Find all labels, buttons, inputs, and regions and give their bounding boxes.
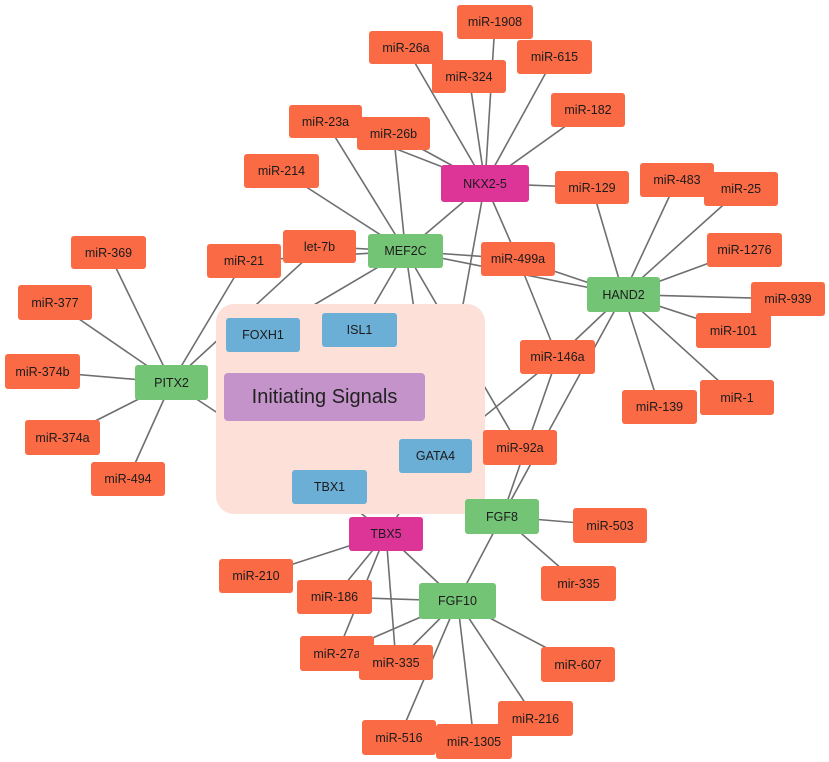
edge-NKX25-m26a bbox=[405, 47, 486, 184]
node-mir-23a: miR-23a bbox=[289, 105, 362, 138]
node-mir-335: miR-335 bbox=[359, 645, 433, 680]
node-mir-210: miR-210 bbox=[219, 559, 293, 593]
node-mir-1: miR-1 bbox=[700, 380, 774, 415]
edge-HAND2-FGF8 bbox=[501, 294, 625, 517]
edge-PITX2-m21 bbox=[170, 260, 245, 383]
node-mir-139: miR-139 bbox=[622, 390, 697, 424]
node-nkx2-5: NKX2-5 bbox=[441, 165, 529, 202]
node-isl1: ISL1 bbox=[322, 313, 397, 347]
node-mir-26a: miR-26a bbox=[369, 31, 443, 64]
node-mir-494: miR-494 bbox=[91, 462, 165, 496]
edge-FGF10-m216 bbox=[456, 600, 537, 719]
node-mir-92a: miR-92a bbox=[483, 430, 557, 465]
node-mir-607: miR-607 bbox=[541, 647, 615, 682]
node-mir-129: miR-129 bbox=[555, 171, 629, 204]
node-mir-939: miR-939 bbox=[751, 282, 825, 316]
node-mir-335-lower: mir-335 bbox=[541, 566, 616, 601]
node-mir-615: miR-615 bbox=[517, 40, 592, 74]
edge-HAND2-m129 bbox=[591, 187, 625, 295]
edge-HAND2-m25 bbox=[622, 188, 742, 296]
node-mir-186: miR-186 bbox=[297, 580, 372, 614]
edge-NKX25-m615 bbox=[484, 56, 556, 184]
node-mir-1908: miR-1908 bbox=[457, 5, 533, 39]
node-mir-516: miR-516 bbox=[362, 720, 436, 755]
node-let-7b: let-7b bbox=[283, 230, 356, 263]
node-fgf8: FGF8 bbox=[465, 499, 539, 534]
node-pitx2: PITX2 bbox=[135, 365, 208, 400]
node-mir-483: miR-483 bbox=[640, 163, 714, 197]
edge-FGF10-m1305 bbox=[456, 600, 475, 742]
node-fgf10: FGF10 bbox=[419, 583, 496, 619]
edge-HAND2-m139 bbox=[622, 294, 661, 408]
node-mir-25: miR-25 bbox=[704, 172, 778, 206]
initiating-signals-node: Initiating Signals bbox=[224, 373, 425, 421]
edge-MEF2C-m23a bbox=[324, 121, 407, 252]
node-mir-21: miR-21 bbox=[207, 244, 281, 278]
node-tbx5: TBX5 bbox=[349, 517, 423, 551]
node-mir-146a: miR-146a bbox=[520, 340, 595, 374]
node-mir-214: miR-214 bbox=[244, 154, 319, 188]
node-mir-26b: miR-26b bbox=[357, 117, 430, 150]
edge-MEF2C-m26b bbox=[392, 133, 407, 252]
edge-NKX25-m1908 bbox=[484, 21, 496, 184]
node-mir-369: miR-369 bbox=[71, 236, 146, 269]
edge-PITX2-m369 bbox=[107, 252, 173, 383]
node-hand2: HAND2 bbox=[587, 277, 660, 312]
node-mef2c: MEF2C bbox=[368, 234, 443, 268]
node-foxh1: FOXH1 bbox=[226, 318, 300, 352]
node-mir-377: miR-377 bbox=[18, 285, 92, 320]
node-mir-503: miR-503 bbox=[573, 508, 647, 543]
node-mir-101: miR-101 bbox=[696, 313, 771, 348]
node-gata4: GATA4 bbox=[399, 439, 472, 473]
node-tbx1: TBX1 bbox=[292, 470, 367, 504]
edge-HAND2-m483 bbox=[622, 179, 678, 295]
node-mir-182: miR-182 bbox=[551, 93, 625, 127]
node-mir-499a: miR-499a bbox=[481, 242, 555, 276]
node-mir-1305: miR-1305 bbox=[436, 724, 512, 759]
node-mir-1276: miR-1276 bbox=[707, 233, 782, 267]
node-mir-374a: miR-374a bbox=[25, 420, 100, 455]
node-mir-374b: miR-374b bbox=[5, 354, 80, 389]
node-mir-324: miR-324 bbox=[432, 60, 506, 93]
node-mir-216: miR-216 bbox=[498, 701, 573, 736]
